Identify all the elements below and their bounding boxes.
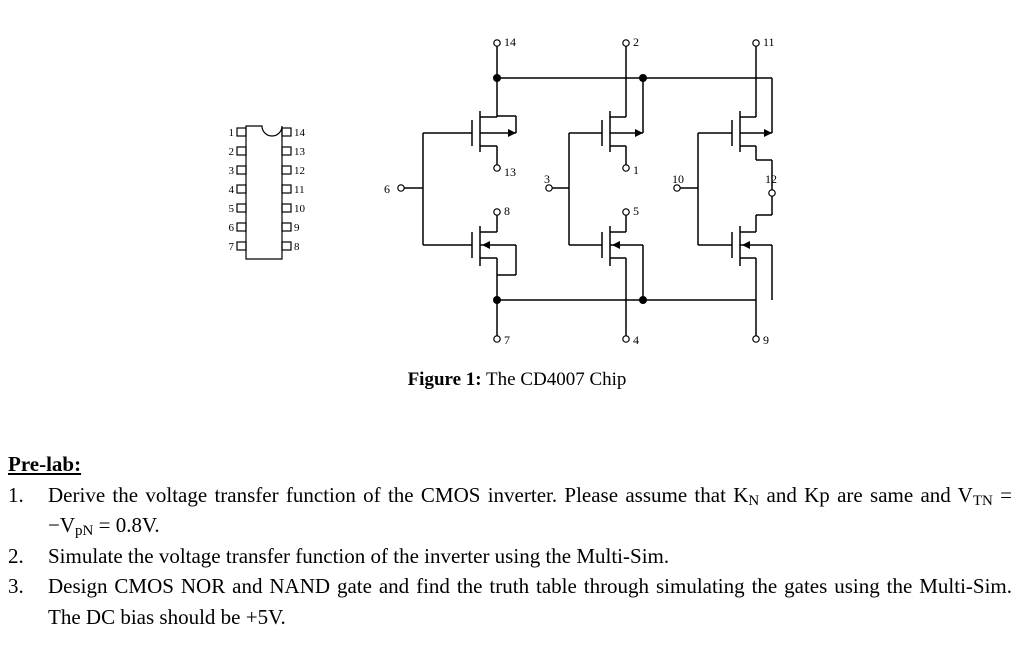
chip-pin bbox=[236, 222, 247, 232]
terminal-label-14: 14 bbox=[504, 35, 516, 49]
chip-pin bbox=[236, 203, 247, 213]
item-number: 2. bbox=[8, 543, 24, 568]
item-text: Derive the voltage transfer function of … bbox=[48, 482, 749, 507]
figure-caption: Figure 1: The CD4007 Chip bbox=[0, 369, 1024, 391]
terminal-label-11: 11 bbox=[763, 35, 775, 49]
chip-pin-label: 10 bbox=[294, 203, 306, 215]
terminal-label-3: 3 bbox=[544, 172, 550, 186]
item-number: 3. bbox=[8, 574, 24, 598]
terminal-label-4: 4 bbox=[633, 333, 639, 347]
chip-pin bbox=[281, 184, 292, 194]
chip-pin-label: 6 bbox=[229, 222, 235, 234]
terminal-label-12: 12 bbox=[765, 172, 777, 186]
terminal-label-7: 7 bbox=[504, 333, 510, 347]
chip-pin-label: 7 bbox=[229, 241, 235, 253]
chip-pin bbox=[281, 165, 292, 175]
terminal-circles bbox=[397, 39, 776, 343]
subscript: N bbox=[748, 492, 760, 509]
chip-pin-label: 1 bbox=[229, 127, 235, 139]
chip-pin bbox=[236, 241, 247, 251]
caption-label: Figure 1: bbox=[407, 369, 482, 390]
chip-pin bbox=[236, 165, 247, 175]
prelab-section: Pre-lab: 1. Derive the voltage transfer … bbox=[8, 449, 1012, 632]
chip-pin bbox=[236, 146, 247, 156]
chip-pin bbox=[236, 184, 247, 194]
chip-pin bbox=[281, 241, 292, 251]
terminal-label-1: 1 bbox=[633, 163, 639, 177]
terminal-label-10: 10 bbox=[672, 172, 684, 186]
chip-pin-label: 9 bbox=[294, 222, 300, 234]
prelab-list: 1. Derive the voltage transfer function … bbox=[8, 480, 1012, 633]
cd4007-figure: 1 2 3 4 5 6 7 14 13 12 11 10 9 8 bbox=[229, 35, 778, 347]
chip-pin-label: 13 bbox=[294, 146, 306, 158]
subscript: pN bbox=[75, 523, 94, 539]
dip-chip-diagram bbox=[236, 125, 292, 260]
terminal-label-8: 8 bbox=[504, 204, 510, 218]
item-text: Design CMOS NOR and NAND gate and find t… bbox=[48, 574, 1012, 629]
prelab-item: 2. Simulate the voltage transfer functio… bbox=[8, 541, 1012, 572]
terminal-label-5: 5 bbox=[633, 204, 639, 218]
item-text: = −V bbox=[48, 482, 1012, 538]
prelab-item: 1. Derive the voltage transfer function … bbox=[8, 480, 1012, 541]
junction-dots bbox=[493, 74, 647, 304]
chip-pin bbox=[281, 222, 292, 232]
chip-pin-label: 14 bbox=[294, 127, 306, 139]
chip-pin-label: 5 bbox=[229, 203, 235, 215]
chip-pin bbox=[281, 127, 292, 137]
chip-pin-label: 4 bbox=[229, 184, 235, 196]
chip-pin-label: 3 bbox=[229, 165, 235, 177]
chip-pin-label: 12 bbox=[294, 165, 305, 177]
terminal-label-2: 2 bbox=[633, 35, 639, 49]
prelab-title: Pre-lab: bbox=[8, 452, 82, 476]
terminal-label-6: 6 bbox=[384, 182, 390, 196]
prelab-item: 3. Design CMOS NOR and NAND gate and fin… bbox=[8, 571, 1012, 632]
caption-text: The CD4007 Chip bbox=[486, 369, 627, 390]
chip-pin-labels: 1 2 3 4 5 6 7 14 13 12 11 10 9 8 bbox=[229, 127, 306, 253]
terminal-label-13: 13 bbox=[504, 165, 516, 179]
item-number: 1. bbox=[8, 482, 24, 507]
item-text: = 0.8V. bbox=[93, 513, 160, 537]
item-text: Simulate the voltage transfer function o… bbox=[48, 543, 670, 568]
chip-pin bbox=[281, 203, 292, 213]
item-text: and Kp are same and V bbox=[759, 482, 973, 507]
chip-pin-label: 8 bbox=[294, 241, 300, 253]
chip-pin-label: 2 bbox=[229, 146, 235, 158]
chip-body bbox=[245, 125, 283, 260]
subscript: TN bbox=[972, 492, 993, 509]
terminal-labels: 14 2 11 13 1 3 10 12 6 8 5 7 4 9 bbox=[384, 35, 777, 347]
cmos-schematic bbox=[404, 46, 773, 336]
terminal-label-9: 9 bbox=[763, 333, 769, 347]
chip-pin bbox=[236, 127, 247, 137]
chip-pin bbox=[281, 146, 292, 156]
transistor-arrows bbox=[482, 129, 772, 249]
chip-pin-label: 11 bbox=[294, 184, 305, 196]
